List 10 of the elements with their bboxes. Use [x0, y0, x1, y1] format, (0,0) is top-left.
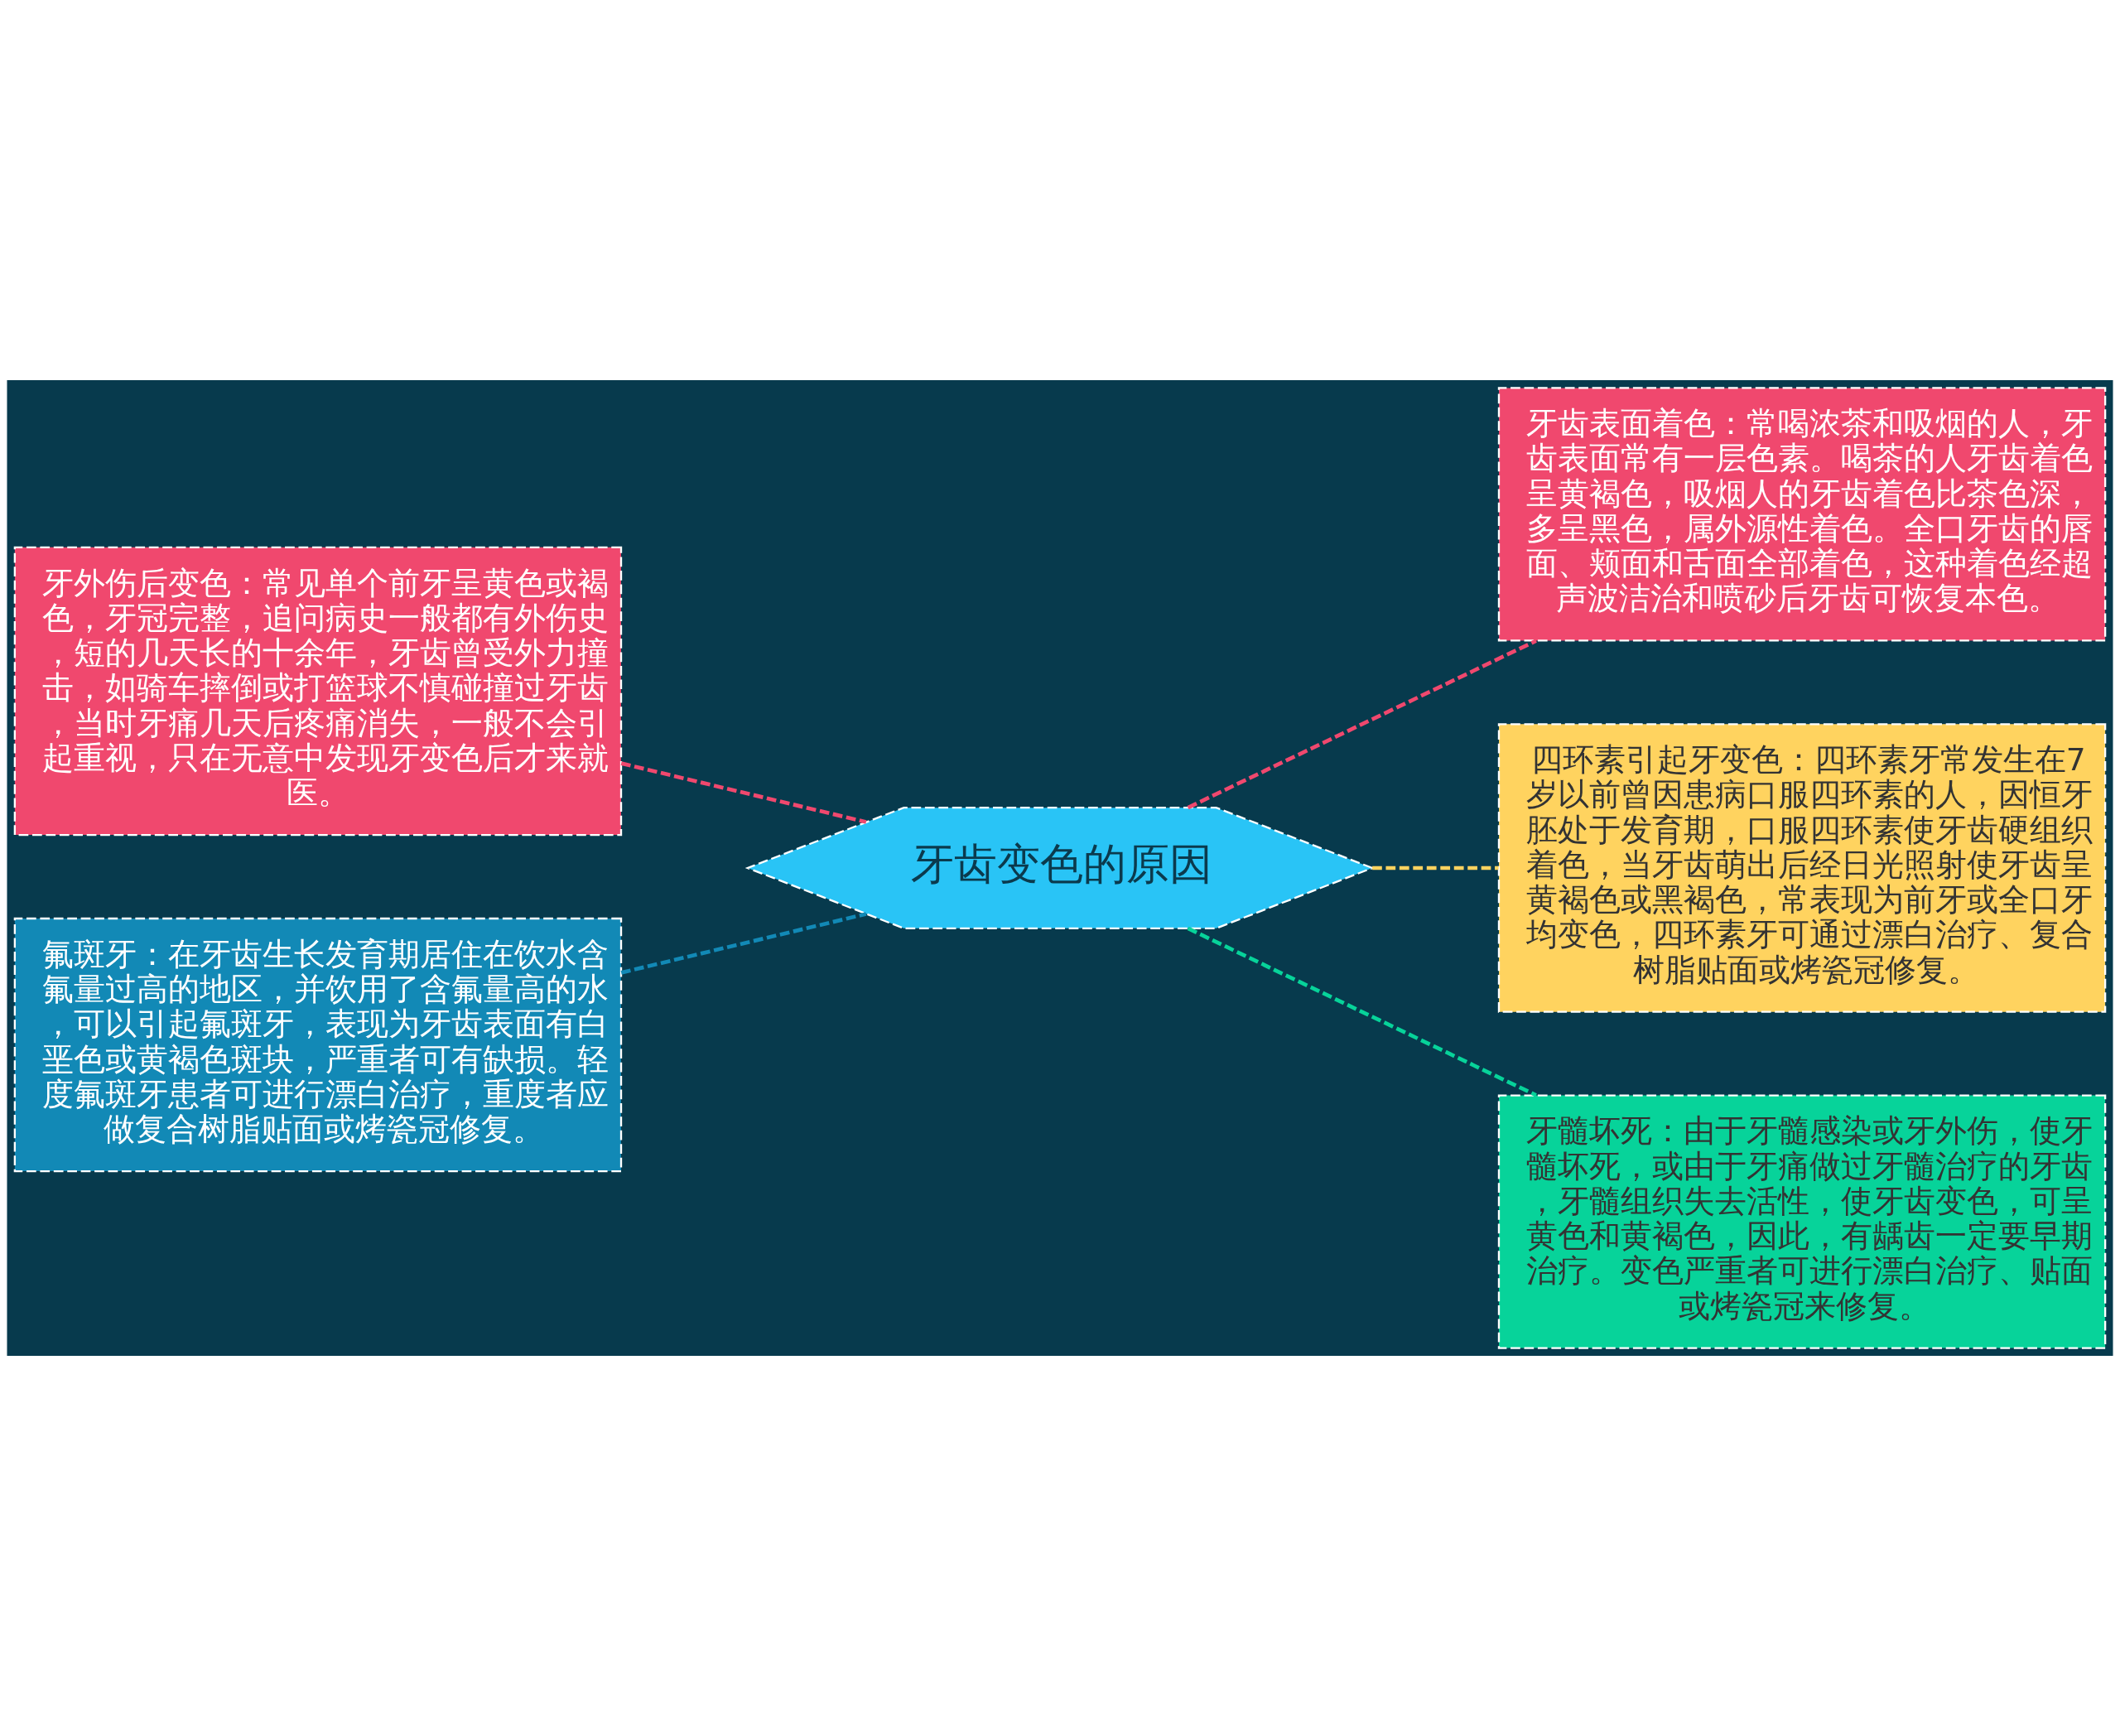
connector — [1372, 866, 1499, 870]
node-box: 牙髓坏死：由于牙髓感染或牙外伤，使牙髓坏死，或由于牙痛做过牙髓治疗的牙齿，牙髓组织失去活性，使牙齿变色，可呈黄色和黄褐色，因此，有龋齿一定要早期治疗。变色严重者可进行漂白治疗、贴面或烤瓷冠来修复。 — [1497, 1094, 2107, 1349]
connector — [1187, 926, 1537, 1097]
node-box: 四环素引起牙变色：四环素牙常发生在7岁以前曾因患病口服四环素的人，因恒牙胚处于发育期，口服四环素使牙齿硬组织着色，当牙齿萌出后经日光照射使牙齿呈黄褐色或黑褐色，常表现为前牙或全口牙均变色，四环素牙可通过漂白治疗、复合树脂贴面或烤瓷冠修复。 — [1497, 723, 2107, 1013]
node-box: 牙外伤后变色：常见单个前牙呈黄色或褐色，牙冠完整，追问病史一般都有外伤史，短的几天长的十余年，牙齿曾受外力撞击，如骑车摔倒或打篮球不慎碰撞过牙齿，当时牙痛几天后疼痛消失，一般不会引起重视，只在无意中发现牙变色后才来就医。 — [13, 546, 623, 837]
node-box: 氟斑牙：在牙齿生长发育期居住在饮水含氟量过高的地区，并饮用了含氟量高的水，可以引起氟斑牙，表现为牙齿表面有白垩色或黄褐色斑块，严重者可有缺损。轻度氟斑牙患者可进行漂白治疗，重度者应做复合树脂贴面或烤瓷冠修复。 — [13, 917, 623, 1173]
connector — [620, 912, 867, 975]
connector — [1187, 639, 1537, 810]
node-box: 牙齿表面着色：常喝浓茶和吸烟的人，牙齿表面常有一层色素。喝茶的人牙齿着色呈黄褐色，吸烟人的牙齿着色比茶色深，多呈黑色，属外源性着色。全口牙齿的唇面、颊面和舌面全部着色，这种着色经超声波洁治和喷砂后牙齿可恢复本色。 — [1497, 387, 2107, 642]
connector — [620, 761, 867, 824]
